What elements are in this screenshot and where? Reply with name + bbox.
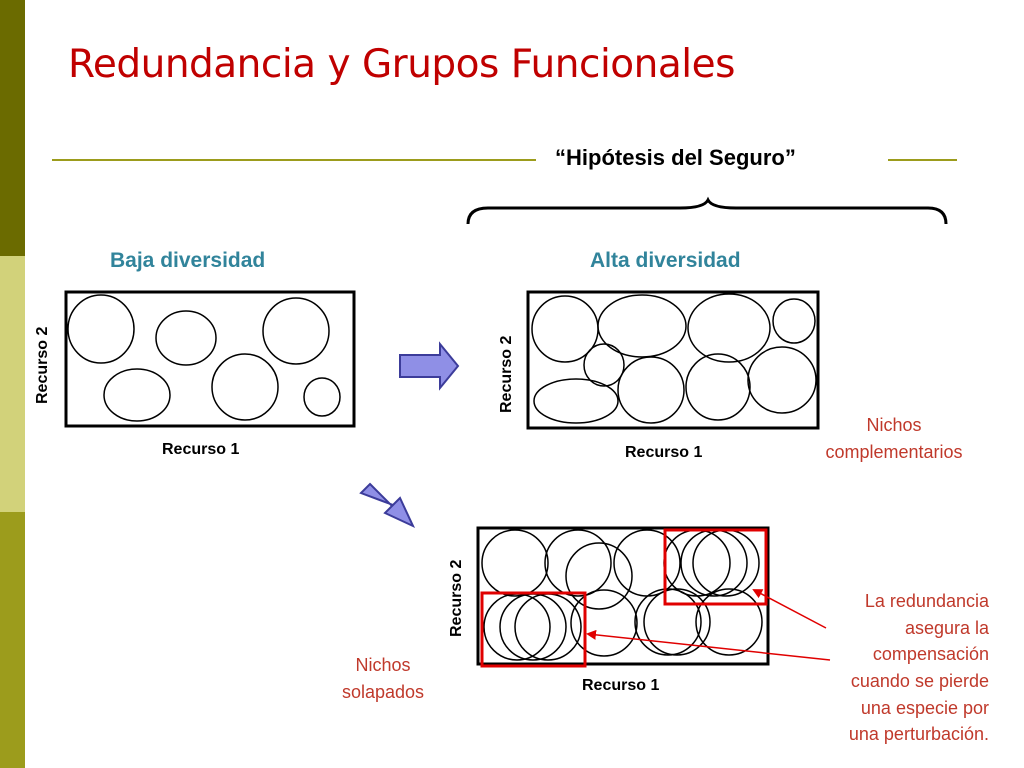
niche-circle — [687, 293, 771, 363]
niche-circle — [155, 310, 217, 366]
niche-circle — [544, 529, 612, 597]
niche-circle — [772, 298, 816, 344]
niche-circle — [692, 529, 760, 597]
niche-circle — [483, 593, 551, 661]
niche-circle — [597, 294, 687, 358]
high-diversity-circles — [531, 293, 817, 424]
low-diversity-box — [64, 290, 356, 428]
niche-circle — [583, 343, 625, 387]
niche-circle — [570, 589, 638, 657]
arrow-right-icon — [399, 341, 460, 391]
sidebar-stripe-bottom — [0, 512, 25, 768]
sidebar-stripe-middle — [0, 256, 25, 512]
redundancy-note-line: La redundancia — [864, 591, 989, 611]
slide-title: Redundancia y Grupos Funcionales — [68, 42, 735, 87]
niche-circle — [680, 529, 748, 597]
high-box-x-axis-label: Recurso 1 — [625, 444, 703, 461]
curly-brace — [466, 196, 948, 225]
niche-circle — [103, 368, 171, 422]
niche-circle — [262, 297, 330, 365]
niche-circle — [685, 353, 751, 421]
redundancy-note-line: cuando se pierde — [850, 670, 989, 691]
redundancy-note-line: asegura la — [904, 617, 989, 638]
redundancy-note-line: una especie por — [860, 697, 989, 718]
niche-circle — [67, 294, 135, 364]
redundancy-highlight-top — [663, 528, 768, 606]
low-diversity-circles — [67, 294, 341, 422]
niche-circle — [481, 529, 549, 597]
niche-circle — [211, 353, 279, 421]
niche-circle — [303, 377, 341, 417]
subtitle: “Hipótesis del Seguro” — [555, 145, 796, 170]
niche-circle — [634, 588, 702, 656]
overlap-box-x-axis-label: Recurso 1 — [582, 677, 660, 694]
niche-circle — [643, 588, 711, 656]
niche-circle — [663, 529, 731, 597]
pointer-arrow-bottom — [586, 629, 831, 661]
niche-circle — [695, 588, 763, 656]
complementary-niches-label: Nichos complementarios — [825, 415, 963, 462]
overlap-box-y-axis-label: Recurso 2 — [448, 559, 465, 637]
low-box-y-axis-label: Recurso 2 — [34, 326, 51, 404]
low-box-x-axis-label: Recurso 1 — [162, 441, 240, 458]
high-diversity-heading: Alta diversidad — [590, 249, 741, 272]
pointer-arrow-top — [752, 589, 827, 629]
arrow-down-right-icon — [359, 482, 416, 529]
redundancy-highlight-bottom — [480, 591, 587, 668]
overlap-niches-label: Nichos solapados — [322, 652, 444, 706]
sidebar-stripe-top — [0, 0, 25, 256]
niche-circle — [613, 529, 681, 597]
niche-circle — [747, 346, 817, 414]
high-diversity-box — [526, 290, 820, 430]
niche-circle — [617, 356, 685, 424]
niche-circle — [533, 378, 619, 424]
overlap-box — [476, 526, 770, 666]
low-diversity-heading: Baja diversidad — [110, 249, 266, 272]
overlap-label-line: solapados — [341, 682, 425, 702]
niche-circle — [565, 542, 633, 610]
overlap-circles — [481, 529, 763, 661]
redundancy-note-line: una perturbación. — [848, 724, 989, 745]
high-box-y-axis-label: Recurso 2 — [498, 335, 515, 413]
niche-circle — [499, 593, 567, 661]
redundancy-note: La redundancia asegura la compensación c… — [780, 588, 989, 748]
redundancy-note-line: compensación — [872, 644, 989, 665]
overlap-label-line: Nichos — [355, 655, 411, 675]
